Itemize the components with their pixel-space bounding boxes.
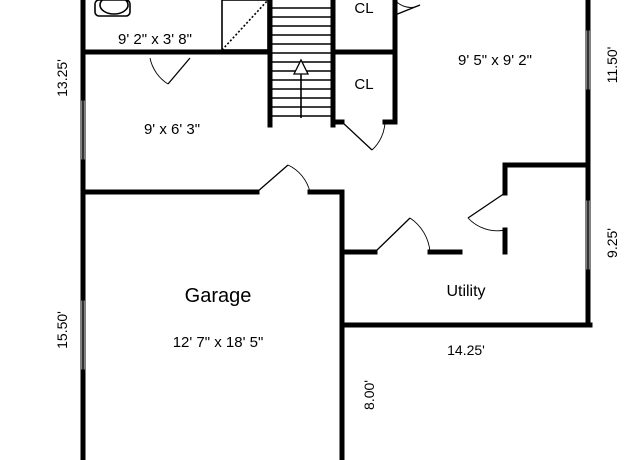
garage-name-label: Garage [185, 285, 252, 307]
staircase [272, 7, 331, 118]
utility-name-label: Utility [446, 283, 485, 300]
doors [149, 0, 506, 253]
garage-inner-dimension: 8.00' [361, 380, 377, 410]
closet-top-label: CL [354, 0, 373, 17]
bathroom-fixtures [94, 0, 269, 51]
left-upper-dimension: 13.25' [54, 59, 70, 97]
garage-dims-label: 12' 7" x 18' 5" [173, 334, 264, 351]
left-lower-dimension: 15.50' [54, 311, 70, 349]
windows [80, 29, 591, 371]
right-lower-dimension: 9.25' [604, 228, 620, 258]
family-dims-label: 9' 5" x 9' 2" [458, 52, 532, 69]
closet-mid-label: CL [354, 76, 373, 93]
walls [80, 0, 593, 460]
stair-up-arrow-icon [292, 58, 310, 75]
utility-width-dimension: 14.25' [447, 342, 485, 358]
right-upper-dimension: 11.50' [604, 47, 620, 84]
bath-dims-label: 9' 2" x 3' 8" [118, 31, 192, 48]
hall-dims-label: 9' x 6' 3" [144, 121, 200, 138]
